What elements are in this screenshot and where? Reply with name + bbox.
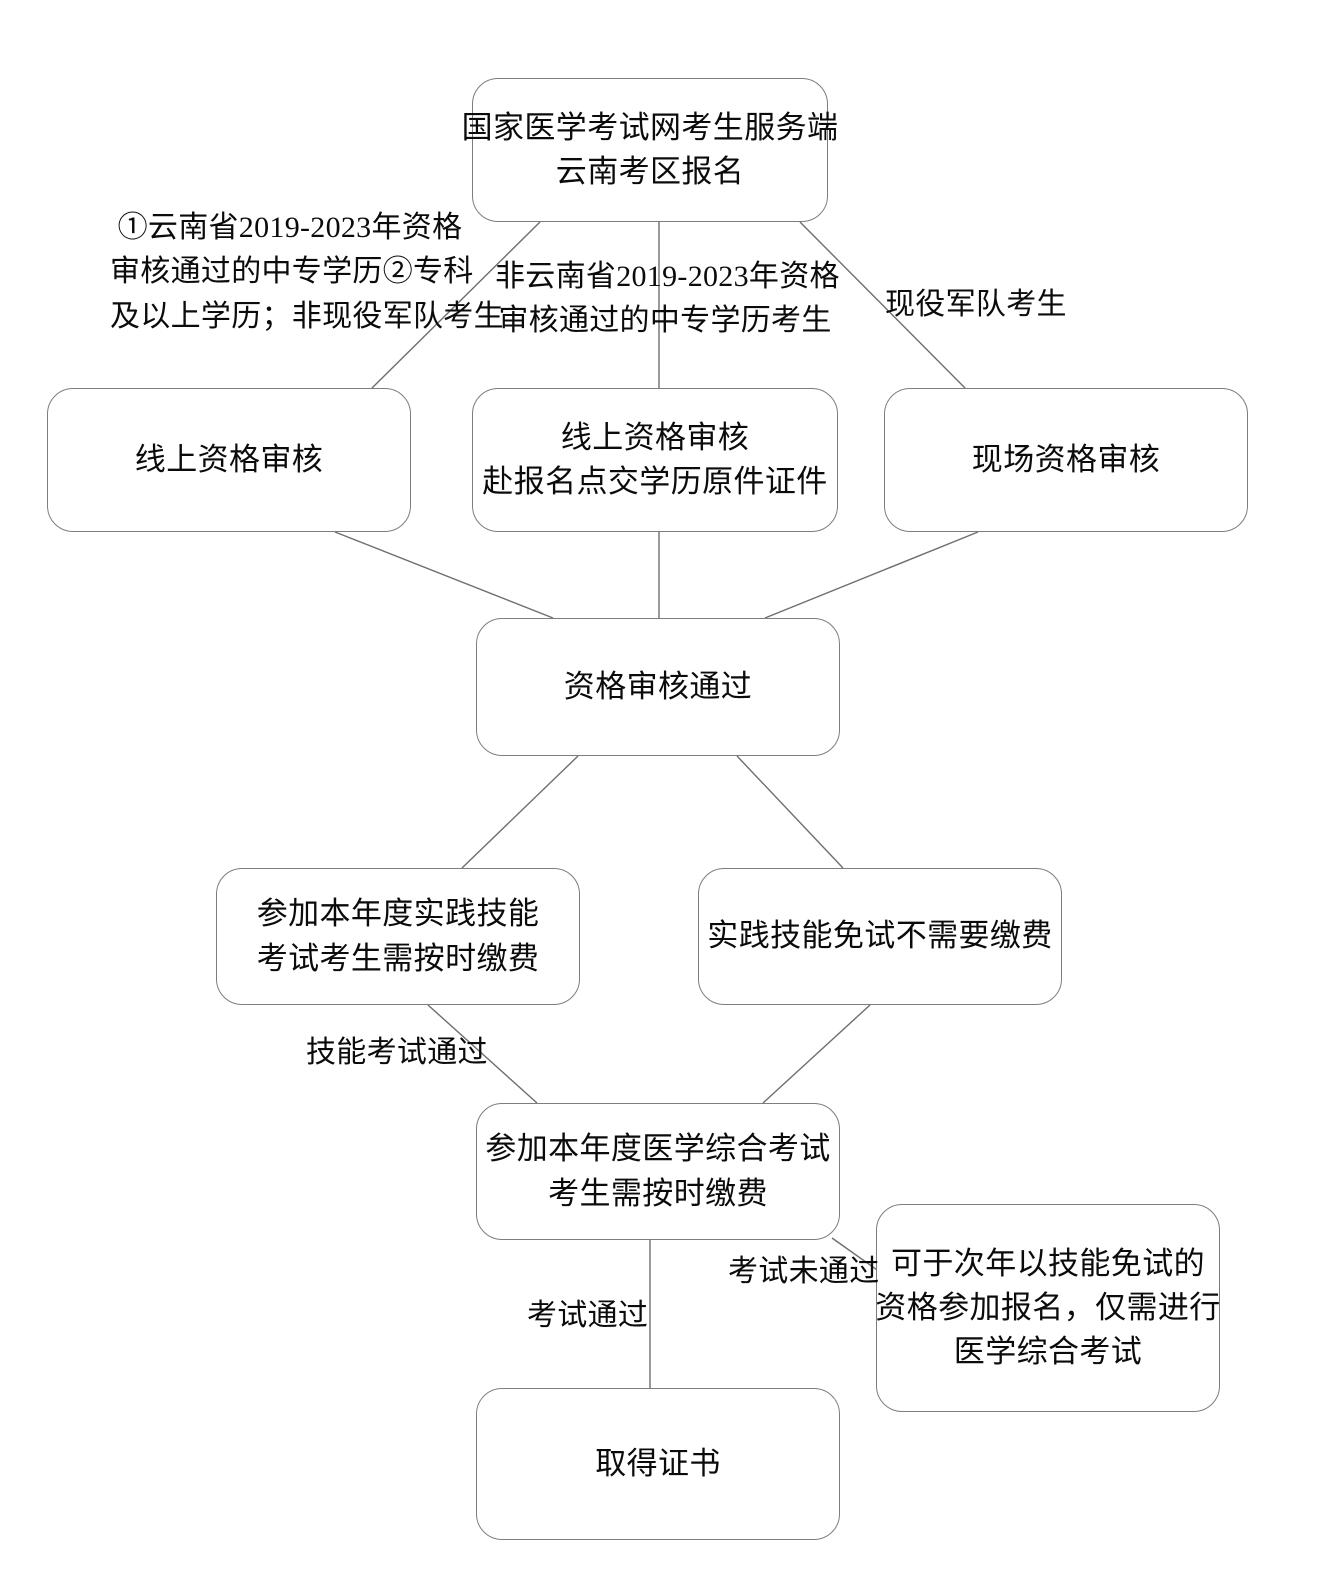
node-start[interactable]: 国家医学考试网考生服务端 云南考区报名 [462,78,838,222]
node-comprehensive-exam-fee-line-1: 参加本年度医学综合考试 [485,1131,831,1167]
node-comprehensive-exam-fee[interactable]: 参加本年度医学综合考试 考生需按时缴费 [476,1103,840,1240]
edge-label-exam-passed-line-1: 考试通过 [527,1299,649,1332]
node-practical-skill-fee-line-1: 参加本年度实践技能 [256,896,540,932]
node-certificate-line-1: 取得证书 [595,1445,721,1481]
node-start-line-2: 云南考区报名 [555,154,745,189]
node-next-year-exempt[interactable]: 可于次年以技能免试的 资格参加报名，仅需进行 医学综合考试 [875,1204,1221,1412]
edge-label-skill-exam-passed-line-1: 技能考试通过 [306,1036,488,1069]
edge-label-middle-branch: 非云南省2019-2023年资格 审核通过的中专学历考生 [495,255,840,344]
node-skill-exempt-no-fee[interactable]: 实践技能免试不需要缴费 [698,868,1062,1005]
node-practical-skill-fee[interactable]: 参加本年度实践技能 考试考生需按时缴费 [216,868,580,1005]
node-online-review-line-1: 线上资格审核 [134,441,324,477]
node-review-passed-line-1: 资格审核通过 [563,668,753,704]
node-comprehensive-exam-fee-line-2: 考生需按时缴费 [548,1175,768,1211]
node-review-passed[interactable]: 资格审核通过 [476,618,840,756]
node-start-line-1: 国家医学考试网考生服务端 [461,109,839,145]
node-onsite-review-line-1: 现场资格审核 [971,441,1161,477]
edge-label-left-branch-line-3: 及以上学历；非现役军队考生 [110,299,504,333]
edge-online-review-to-review-passed [334,531,554,619]
edge-label-exam-passed: 考试通过 [527,1294,648,1338]
edge-label-middle-branch-line-2: 审核通过的中专学历考生 [498,304,832,338]
edge-label-left-branch-line-2: 审核通过的中专学历②专科 [110,255,474,289]
node-next-year-exempt-line-3: 医学综合考试 [953,1334,1143,1369]
node-certificate[interactable]: 取得证书 [476,1388,840,1540]
node-practical-skill-fee-line-2: 考试考生需按时缴费 [256,940,540,976]
edge-onsite-review-to-review-passed [764,531,979,619]
edge-label-left-branch-line-1: ①云南省2019-2023年资格 [117,211,463,244]
edge-label-left-branch: ①云南省2019-2023年资格 审核通过的中专学历②专科 及以上学历；非现役军… [110,206,504,339]
node-online-review[interactable]: 线上资格审核 [47,388,411,532]
node-online-review-with-docs[interactable]: 线上资格审核 赴报名点交学历原件证件 [472,388,838,532]
node-next-year-exempt-line-1: 可于次年以技能免试的 [891,1245,1205,1281]
edge-label-skill-exam-passed: 技能考试通过 [306,1031,488,1075]
edge-skill-exempt-to-comprehensive-exam [762,1004,871,1104]
edge-review-passed-to-skill-exempt [736,755,844,869]
node-online-review-with-docs-line-1: 线上资格审核 [560,419,750,455]
node-online-review-with-docs-line-2: 赴报名点交学历原件证件 [482,464,828,499]
edge-label-exam-failed: 考试未通过 [728,1250,880,1294]
edge-label-exam-failed-line-1: 考试未通过 [728,1255,880,1288]
node-onsite-review[interactable]: 现场资格审核 [884,388,1248,532]
node-next-year-exempt-line-2: 资格参加报名，仅需进行 [875,1289,1221,1325]
node-skill-exempt-no-fee-line-1: 实践技能免试不需要缴费 [707,918,1053,954]
edge-review-passed-to-practical-skill-fee [461,755,579,869]
edge-label-right-branch: 现役军队考生 [885,283,1067,327]
edge-label-right-branch-line-1: 现役军队考生 [885,288,1067,321]
edge-label-middle-branch-line-1: 非云南省2019-2023年资格 [495,260,840,293]
